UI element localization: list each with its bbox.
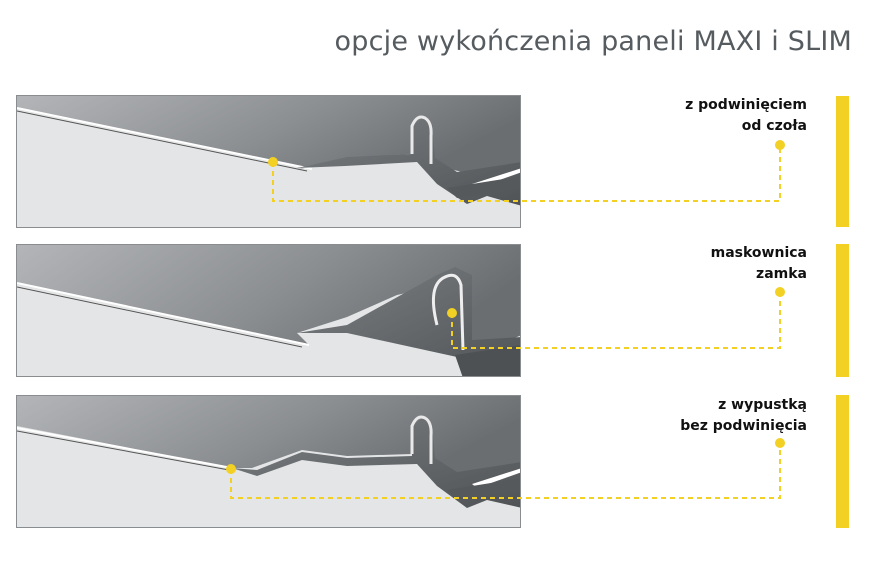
panel-option-2-illustration [16, 244, 521, 377]
option-3-label: z wypustką bez podwinięcia [680, 395, 807, 437]
option-2-label-line1: maskownica [710, 245, 807, 261]
leader-dot-2-end [775, 287, 785, 297]
option-2-label: maskownica zamka [711, 243, 807, 285]
leader-dot-3-end [775, 438, 785, 448]
accent-bar-3 [836, 395, 849, 528]
panel-option-1-illustration [16, 95, 521, 228]
option-3-label-line2: bez podwinięcia [680, 418, 807, 434]
option-2-label-line2: zamka [756, 266, 807, 282]
option-1-label-line1: z podwinięciem [685, 97, 807, 113]
accent-bar-2 [836, 244, 849, 377]
accent-bar-1 [836, 96, 849, 227]
page-title: opcje wykończenia paneli MAXI i SLIM [334, 26, 852, 57]
option-3-label-line1: z wypustką [718, 397, 807, 413]
option-1-label-line2: od czoła [741, 118, 807, 134]
leader-dot-1-end [775, 140, 785, 150]
option-1-label: z podwinięciem od czoła [685, 95, 807, 137]
panel-option-3-illustration [16, 395, 521, 528]
